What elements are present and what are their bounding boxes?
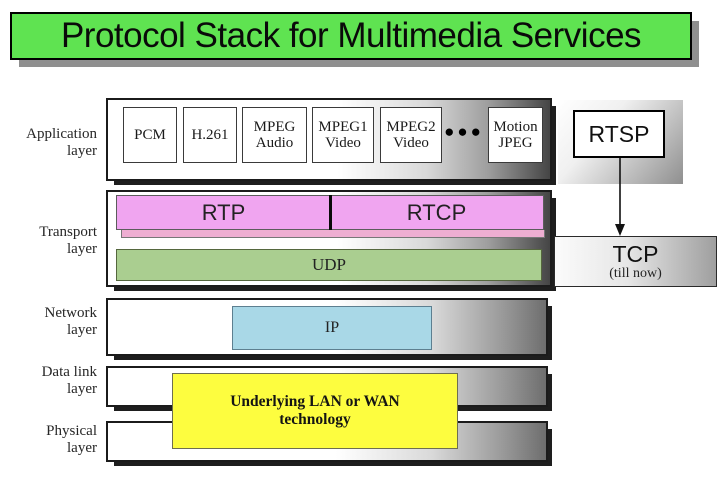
rtp-rtcp-divider <box>329 195 332 230</box>
application-layer-bar: PCM H.261 MPEG Audio MPEG1 Video MPEG2 V… <box>106 98 552 181</box>
protocol-box-mpeg2-video: MPEG2 Video <box>380 107 442 163</box>
layer-label-network: Network layer <box>44 305 98 338</box>
tcp-box: TCP (till now) <box>554 236 717 287</box>
rtsp-box: RTSP <box>573 110 665 158</box>
protocol-box-mpeg-audio: MPEG Audio <box>242 107 307 163</box>
rtp-rtcp-box: RTP RTCP <box>116 195 544 230</box>
transport-layer-bar: RTP RTCP UDP <box>106 190 552 287</box>
rtsp-to-tcp-arrow <box>615 158 625 236</box>
rtsp-gradient-panel: RTSP <box>558 100 683 184</box>
protocol-box-pcm: PCM <box>123 107 177 163</box>
rtp-box-shadow <box>121 230 545 238</box>
layer-label-data-link: Data link layer <box>41 364 97 397</box>
tcp-till-now-note: (till now) <box>609 265 662 281</box>
ip-box: IP <box>232 306 432 350</box>
lan-wan-technology-box: Underlying LAN or WAN technology <box>172 373 458 449</box>
diagram-title-banner: Protocol Stack for Multimedia Services <box>10 12 692 60</box>
layer-label-physical: Physical layer <box>46 423 97 456</box>
protocol-box-h261: H.261 <box>183 107 237 163</box>
protocol-box-motion-jpeg: Motion JPEG <box>488 107 543 163</box>
network-layer-bar: IP <box>106 298 548 356</box>
protocol-box-mpeg1-video: MPEG1 Video <box>312 107 374 163</box>
more-codecs-ellipsis: ●●● <box>444 122 484 141</box>
udp-box: UDP <box>116 249 542 281</box>
rtp-label: RTP <box>201 199 246 225</box>
layer-label-transport: Transport layer <box>39 224 97 257</box>
layer-label-application: Application layer <box>26 126 97 159</box>
tcp-label: TCP <box>612 240 659 267</box>
diagram-title: Protocol Stack for Multimedia Services <box>60 16 642 55</box>
rtcp-label: RTCP <box>406 199 467 225</box>
